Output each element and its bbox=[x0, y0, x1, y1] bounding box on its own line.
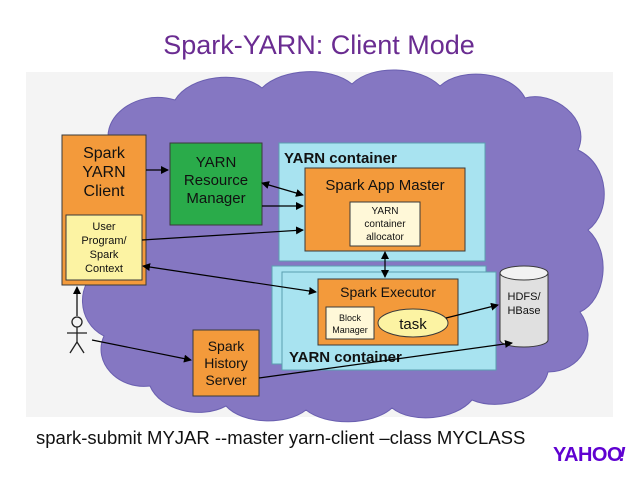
client-label-1: Spark bbox=[83, 145, 126, 162]
resource-manager-label-2: Resource bbox=[184, 172, 248, 189]
yarn-container-top-label: YARN container bbox=[284, 150, 397, 167]
arrow-history-to-storage bbox=[258, 339, 513, 379]
allocator-label-2: container bbox=[364, 219, 406, 230]
resource-manager-label-3: Manager bbox=[186, 190, 245, 207]
client-label-3: Client bbox=[84, 183, 125, 200]
block-manager-label-2: Manager bbox=[332, 325, 368, 335]
storage-label-1: HDFS/ bbox=[508, 291, 542, 303]
arrow-userprogram-to-executor bbox=[142, 263, 317, 295]
allocator-label-3: allocator bbox=[366, 232, 404, 243]
user-program-box bbox=[65, 214, 143, 281]
yarn-container-bottom-label: YARN container bbox=[289, 349, 402, 366]
spark-submit-command: spark-submit MYJAR --master yarn-client … bbox=[36, 427, 526, 448]
client-label-2: YARN bbox=[82, 164, 125, 181]
yahoo-logo-mark: ! bbox=[619, 444, 626, 466]
block-manager-box bbox=[325, 306, 375, 340]
user-program-label-2: Program/ bbox=[81, 235, 127, 247]
task-ellipse bbox=[377, 308, 449, 338]
executor-label: Spark Executor bbox=[340, 284, 436, 300]
user-program-label-4: Context bbox=[85, 263, 123, 275]
slide-title: Spark-YARN: Client Mode bbox=[163, 30, 475, 60]
allocator-label-1: YARN bbox=[371, 206, 398, 217]
stick-figure-icon bbox=[67, 316, 87, 354]
arrow-user-to-history bbox=[91, 339, 192, 363]
resource-manager-label-1: YARN bbox=[196, 154, 237, 171]
arrow-rm-to-appmaster bbox=[261, 181, 304, 197]
history-server-box bbox=[192, 329, 260, 397]
allocator-box bbox=[349, 201, 421, 247]
storage-label-2: HBase bbox=[507, 305, 540, 317]
resource-manager-box bbox=[169, 142, 263, 226]
history-label-2: History bbox=[204, 355, 248, 371]
task-label: task bbox=[399, 316, 427, 333]
history-label-3: Server bbox=[205, 372, 247, 388]
yahoo-logo: YAHOO bbox=[553, 444, 623, 466]
user-program-label-1: User bbox=[92, 221, 116, 233]
user-program-label-3: Spark bbox=[90, 249, 119, 261]
cylinder-icon bbox=[499, 265, 549, 348]
history-label-1: Spark bbox=[208, 338, 246, 354]
app-master-label: Spark App Master bbox=[325, 177, 444, 194]
arrow-task-to-storage bbox=[445, 302, 499, 319]
arrow-userprogram-to-appmaster bbox=[141, 226, 304, 241]
block-manager-label-1: Block bbox=[339, 313, 362, 323]
